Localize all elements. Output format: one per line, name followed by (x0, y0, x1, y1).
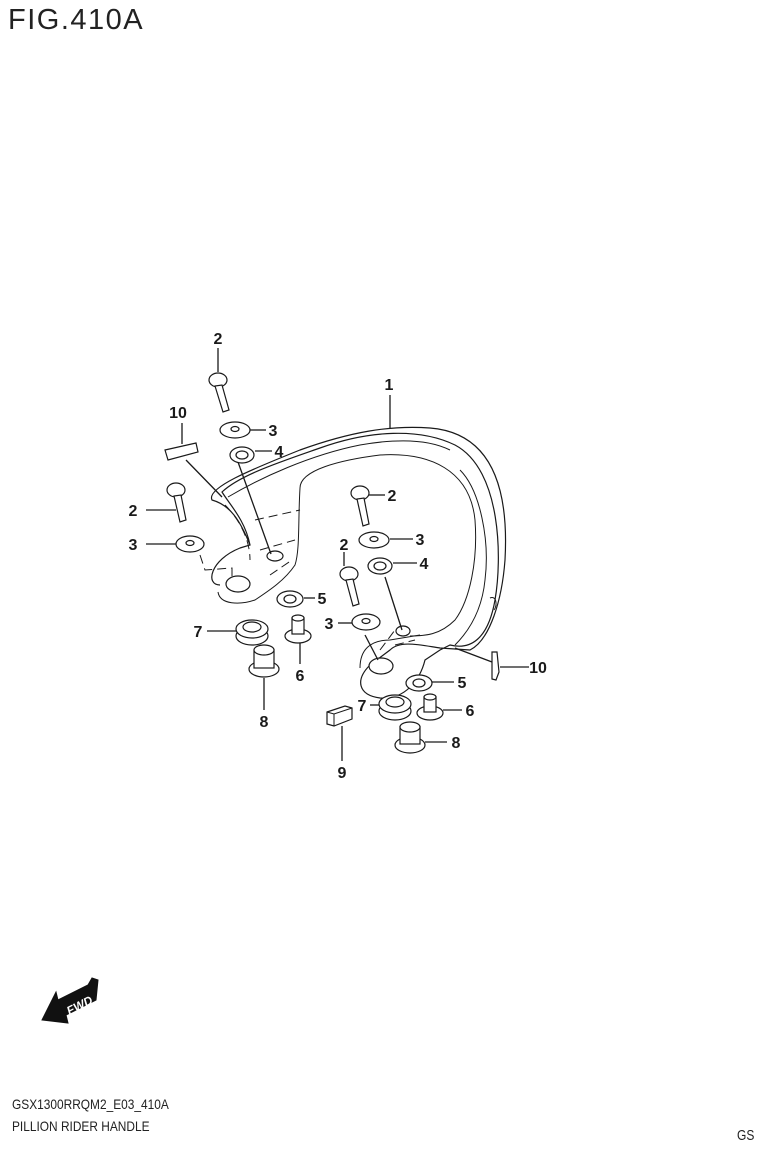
callout-9: 9 (338, 765, 347, 782)
spacer-washer-part[interactable] (229, 446, 393, 575)
callout-2: 2 (129, 503, 138, 520)
callout-7: 7 (358, 698, 367, 715)
section-name: PILLION RIDER HANDLE (12, 1118, 150, 1134)
callout-2: 2 (340, 537, 349, 554)
collar-part[interactable] (284, 614, 444, 721)
callout-6: 6 (466, 703, 475, 720)
callout-5: 5 (318, 591, 327, 608)
pad-part[interactable] (164, 442, 500, 681)
cushion-block-part[interactable] (326, 705, 353, 727)
callout-3: 3 (129, 537, 138, 554)
callout-2: 2 (388, 488, 397, 505)
callout-1: 1 (385, 377, 394, 394)
bolt-part[interactable] (166, 372, 370, 607)
pillion-handle-part[interactable] (210, 426, 507, 699)
grommet-part[interactable] (235, 619, 412, 721)
catalog-tag: GS (737, 1127, 755, 1144)
washer-part[interactable] (175, 421, 390, 631)
model-code: GSX1300RRQM2_E03_410A (12, 1096, 169, 1112)
callout-6: 6 (296, 668, 305, 685)
callout-2: 2 (214, 331, 223, 348)
callout-labels: 1 2 3 4 10 2 3 2 3 2 4 5 3 7 6 8 10 5 7 … (129, 331, 547, 782)
callout-5: 5 (458, 675, 467, 692)
callout-3: 3 (416, 532, 425, 549)
callout-3: 3 (269, 423, 278, 440)
leader-lines (146, 348, 529, 761)
washer-5-part[interactable] (276, 590, 433, 692)
callout-8: 8 (452, 735, 461, 752)
figure-title: FIG.410A (8, 4, 145, 36)
callout-8: 8 (260, 714, 269, 731)
callout-10: 10 (169, 405, 187, 422)
callout-7: 7 (194, 624, 203, 641)
callout-10: 10 (529, 660, 547, 677)
fwd-arrow-icon: FWD (41, 977, 99, 1024)
callout-4: 4 (420, 556, 429, 573)
callout-4: 4 (275, 444, 284, 461)
bush-part[interactable] (248, 644, 426, 754)
callout-3: 3 (325, 616, 334, 633)
